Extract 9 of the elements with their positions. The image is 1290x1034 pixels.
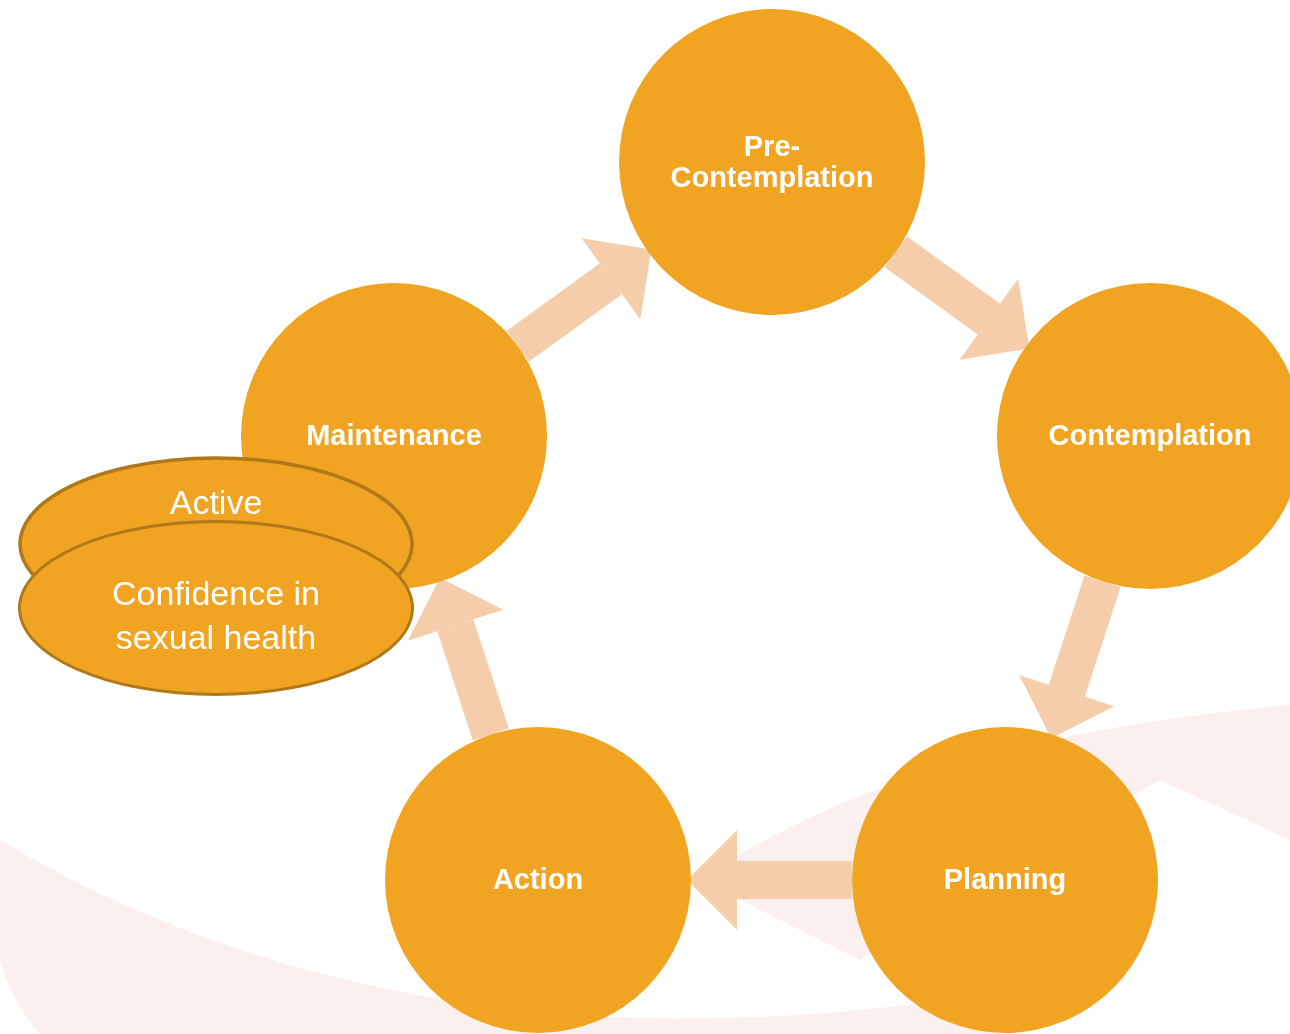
stage-label: Action: [492, 864, 584, 896]
stage-label: Confidence in sexual health: [111, 572, 321, 658]
stage-label: Planning: [943, 864, 1067, 896]
stage-label: Maintenance: [306, 420, 482, 452]
stage-label: Contemplation: [1048, 420, 1252, 452]
stage-label: Pre-Contemplation: [669, 130, 875, 194]
block-arrow: [506, 238, 652, 362]
block-arrow: [884, 236, 1030, 360]
stage-label: Active: [169, 482, 263, 523]
